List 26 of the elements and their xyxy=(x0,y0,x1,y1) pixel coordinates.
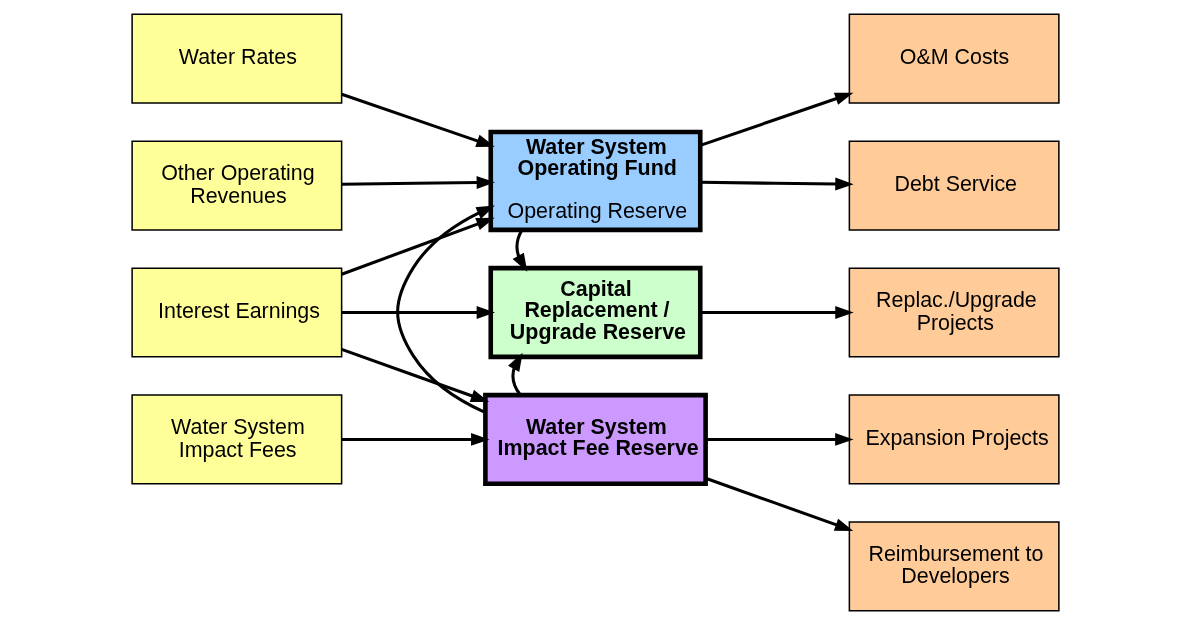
node-box: Interest Earnings xyxy=(130,267,342,358)
arrow xyxy=(340,217,495,276)
arrow xyxy=(395,205,495,414)
arrow xyxy=(340,347,489,403)
arrow xyxy=(705,433,854,446)
node-box: Reimbursement to Developers xyxy=(848,521,1060,612)
node-box: Other Operating Revenues xyxy=(130,140,342,231)
node-box: Expansion Projects xyxy=(848,394,1060,485)
arrow xyxy=(699,92,853,147)
arrow xyxy=(341,306,495,319)
node-box: Water System Impact Fees xyxy=(130,394,342,485)
arrow xyxy=(512,229,527,272)
node-box: Replac./Upgrade Projects xyxy=(848,267,1060,358)
node-box: Water Rates xyxy=(130,13,342,104)
arrow xyxy=(704,476,853,531)
node-box: Water System Impact Fee Reserve xyxy=(482,392,708,487)
arrow xyxy=(341,176,495,189)
node-box: Capital Replacement / Upgrade Reserve xyxy=(487,265,703,360)
node-box: O&M Costs xyxy=(848,13,1060,104)
node-box: Debt Service xyxy=(848,140,1060,231)
node-box: Water System Operating Fund Operating Reserve xyxy=(487,129,703,233)
arrow xyxy=(699,177,854,191)
arrow xyxy=(340,92,495,147)
arrow xyxy=(699,306,854,319)
arrow xyxy=(507,352,523,396)
arrow xyxy=(341,433,489,446)
